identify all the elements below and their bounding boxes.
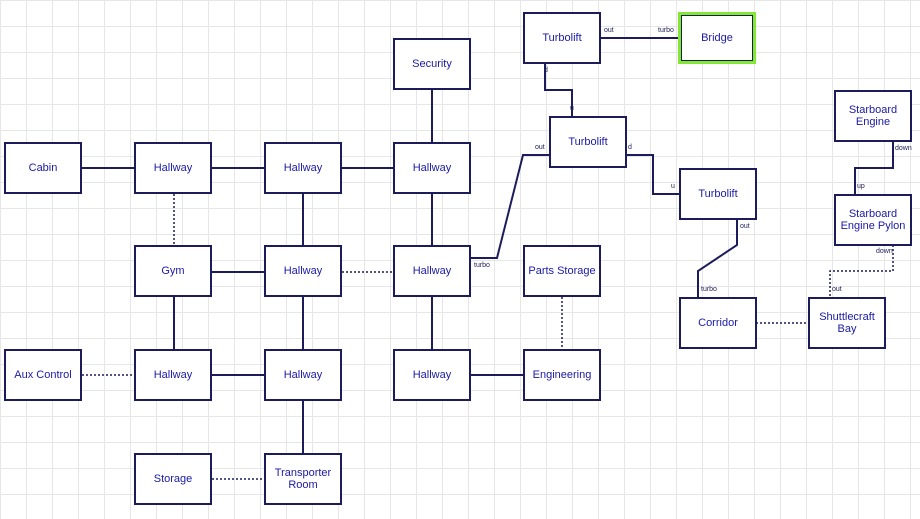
room-security[interactable]: Security	[393, 38, 471, 90]
exit-label: u	[570, 105, 574, 112]
exit-label: d	[628, 144, 632, 151]
room-hallway[interactable]: Hallway	[264, 349, 342, 401]
room-gym[interactable]: Gym	[134, 245, 212, 297]
exit-label: down	[895, 145, 912, 152]
room-bridge[interactable]: Bridge	[678, 12, 756, 64]
exit-label: d	[544, 67, 548, 74]
room-hallway[interactable]: Hallway	[134, 142, 212, 194]
room-hallway[interactable]: Hallway	[393, 245, 471, 297]
room-cabin[interactable]: Cabin	[4, 142, 82, 194]
room-turbolift[interactable]: Turbolift	[549, 116, 627, 168]
link-hallway-turbolift	[471, 154, 549, 259]
exit-label: down	[876, 248, 893, 255]
room-shuttlecraft-bay[interactable]: Shuttlecraft Bay	[808, 297, 886, 349]
room-turbolift[interactable]: Turbolift	[523, 12, 601, 64]
exit-label: u	[671, 183, 675, 190]
exit-label: out	[740, 223, 750, 230]
link-turbolift-turbolift	[544, 64, 573, 116]
room-aux-control[interactable]: Aux Control	[4, 349, 82, 401]
room-hallway[interactable]: Hallway	[393, 349, 471, 401]
link-turbolift-turbolift	[627, 154, 679, 195]
exit-label: turbo	[474, 262, 490, 269]
room-parts-storage[interactable]: Parts Storage	[523, 245, 601, 297]
exit-label: up	[857, 183, 865, 190]
room-starboard-engine[interactable]: Starboard Engine	[834, 90, 912, 142]
link-engine-pylon	[854, 142, 894, 194]
room-transporter-room[interactable]: Transporter Room	[264, 453, 342, 505]
exit-label: out	[604, 27, 614, 34]
dashed-link-pylon-bay	[829, 245, 894, 297]
room-hallway[interactable]: Hallway	[264, 142, 342, 194]
exit-label: out	[832, 286, 842, 293]
room-starboard-engine-pylon[interactable]: Starboard Engine Pylon	[834, 194, 912, 246]
exit-label: turbo	[701, 286, 717, 293]
room-engineering[interactable]: Engineering	[523, 349, 601, 401]
exit-label: out	[535, 144, 545, 151]
room-hallway[interactable]: Hallway	[393, 142, 471, 194]
room-turbolift[interactable]: Turbolift	[679, 168, 757, 220]
room-corridor[interactable]: Corridor	[679, 297, 757, 349]
link-turbolift-corridor	[697, 220, 738, 297]
exit-label: turbo	[658, 27, 674, 34]
room-hallway[interactable]: Hallway	[134, 349, 212, 401]
room-storage[interactable]: Storage	[134, 453, 212, 505]
room-hallway[interactable]: Hallway	[264, 245, 342, 297]
